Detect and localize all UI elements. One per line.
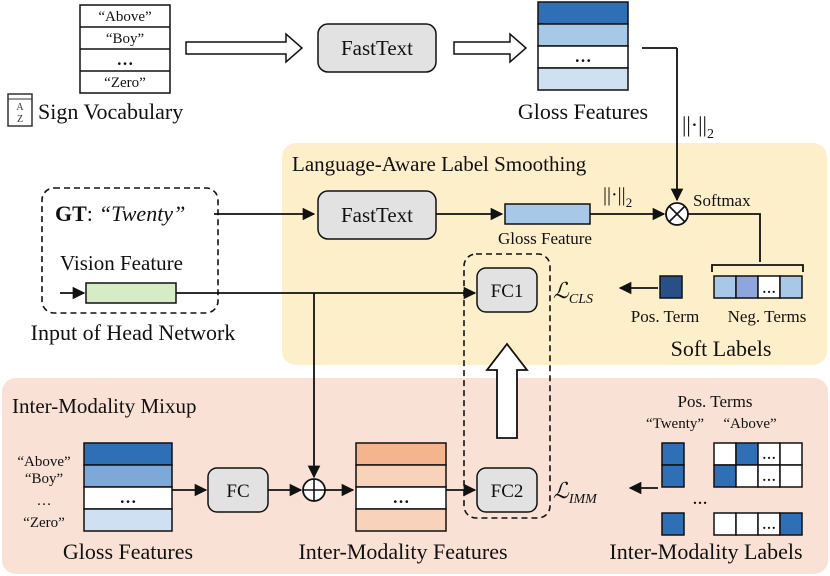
inter-modality-labels-caption: Inter-Modality Labels: [609, 539, 802, 564]
imm-title: Inter-Modality Mixup: [12, 394, 196, 418]
svg-text:A: A: [16, 102, 24, 113]
fc1-label: FC1: [491, 281, 524, 302]
pos-term-label: Pos. Term: [631, 307, 699, 326]
sign-vocabulary-label: Sign Vocabulary: [38, 99, 183, 124]
fasttext-las-box: [317, 190, 437, 240]
word-twenty: “Twenty”: [646, 416, 704, 432]
soft-labels-caption: Soft Labels: [671, 336, 772, 361]
imm-word-ellipsis: …: [37, 493, 52, 509]
norm-las-label: ||·||2: [603, 184, 632, 210]
softmax-label: Softmax: [693, 191, 751, 210]
las-title: Language-Aware Label Smoothing: [292, 152, 587, 176]
arrow-softmax-to-neg-terms: [688, 213, 761, 262]
las-panel: [282, 143, 827, 365]
svg-text:Z: Z: [17, 114, 23, 125]
labels-dots-left: …: [693, 492, 708, 508]
fc-label: FC: [226, 481, 249, 502]
vision-feature-label: Vision Feature: [60, 251, 183, 275]
outer-product-icon: [665, 202, 689, 226]
inter-modality-features-label: Inter-Modality Features: [298, 539, 507, 564]
gloss-features-top-dots: …: [575, 47, 592, 66]
fasttext-top-box: [317, 23, 437, 73]
soft-labels-dots: …: [762, 282, 776, 297]
sum-icon: [302, 478, 326, 502]
vision-feature-bar: [85, 282, 177, 304]
vocab-word-zero: “Zero”: [104, 75, 146, 91]
fc2-label: FC2: [491, 481, 524, 502]
vocab-word-above: “Above”: [98, 9, 151, 25]
inter-modality-labels-grid: … … …: [713, 442, 803, 536]
soft-labels-row: …: [713, 275, 803, 299]
inter-dots: …: [393, 488, 410, 507]
arrow-gloss-to-softmax: [642, 47, 677, 200]
pos-terms-column: [661, 442, 685, 536]
labels-dots-row2: …: [762, 470, 776, 485]
fasttext-las-label: FastText: [341, 203, 413, 227]
fasttext-top-label: FastText: [341, 36, 413, 60]
gloss-features-top-stack: …: [537, 1, 629, 91]
sign-vocabulary-table: “Above” “Boy” … “Zero”: [79, 4, 171, 94]
hollow-arrow-vocab-to-fasttext: [185, 32, 304, 64]
gloss-feature-label: Gloss Feature: [498, 229, 592, 248]
gloss-feature-bar: [504, 203, 591, 225]
imm-word-boy: “Boy”: [25, 471, 63, 487]
neg-terms-label: Neg. Terms: [728, 307, 807, 326]
neg-terms-bracket: [711, 264, 804, 272]
input-dashed-box: [41, 187, 219, 314]
imm-gloss-features-label: Gloss Features: [63, 539, 193, 564]
fc-shared-dashed-box: [463, 253, 551, 519]
labels-dots-row3: …: [762, 518, 776, 533]
hollow-arrow-fc2-to-fc1: [485, 342, 529, 439]
norm-top-label: ||·||2: [682, 112, 714, 142]
pos-term-square: [659, 275, 683, 299]
gloss-features-top-label: Gloss Features: [518, 99, 648, 124]
gt-text: GT:“Twenty”: [55, 201, 185, 226]
loss-imm: ℒIMM: [553, 478, 598, 507]
imm-gloss-dots: …: [120, 488, 137, 507]
imm-word-zero: “Zero”: [23, 515, 65, 531]
imm-gloss-features-stack: …: [83, 442, 173, 532]
labels-dots-row1: …: [762, 448, 776, 463]
fc1-box: [476, 267, 538, 313]
book-icon: A Z: [7, 93, 33, 127]
input-caption: Input of Head Network: [31, 320, 236, 345]
inter-modality-features-stack: …: [355, 442, 447, 532]
imm-word-above: “Above”: [17, 454, 70, 470]
vocab-ellipsis: …: [117, 50, 134, 69]
hollow-arrow-fasttext-to-gloss: [453, 32, 528, 64]
loss-cls: ℒCLS: [553, 278, 593, 307]
vocab-word-boy: “Boy”: [106, 31, 144, 47]
word-above: “Above”: [723, 416, 776, 432]
fc2-box: [476, 467, 538, 513]
pos-terms-label: Pos. Terms: [677, 392, 752, 411]
